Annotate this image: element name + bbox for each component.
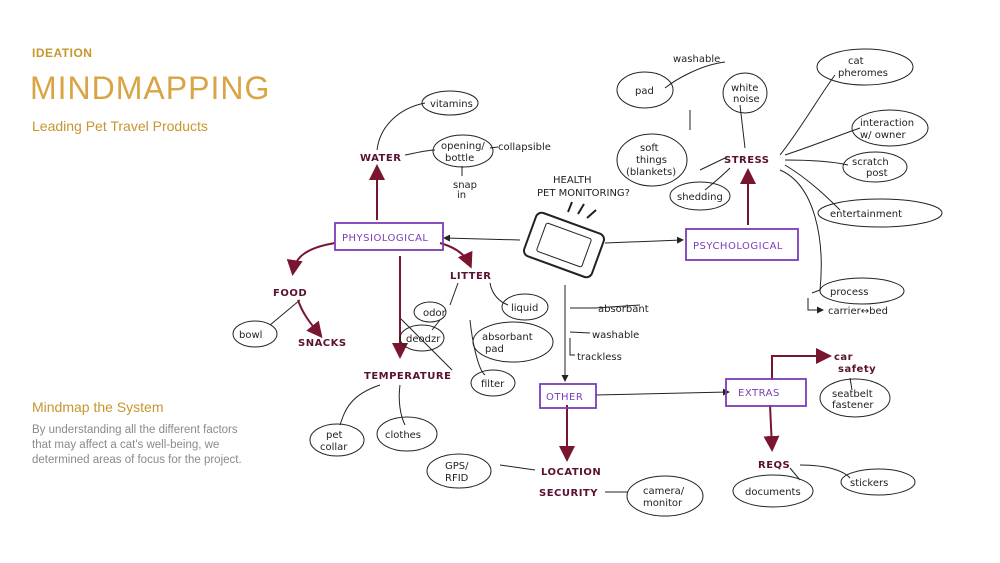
node-car-safety-line1: car	[834, 352, 853, 363]
node-temperature: TEMPERATURE	[364, 371, 451, 382]
node-scratch-post-line1: scratch	[852, 157, 889, 168]
node-documents: documents	[745, 487, 801, 498]
node-camera-line2: monitor	[643, 498, 683, 509]
node-interaction-line2: w/ owner	[860, 130, 907, 141]
node-scratch-post-line2: post	[866, 168, 888, 179]
node-gps-line1: GPS/	[445, 461, 469, 472]
node-process: process	[830, 287, 868, 298]
node-absorbant: absorbant	[598, 304, 649, 315]
node-seatbelt-line1: seatbelt	[832, 389, 873, 400]
node-litter: LITTER	[450, 271, 492, 282]
node-security: SECURITY	[539, 488, 598, 499]
node-car-safety-line2: safety	[838, 364, 876, 375]
node-opening-bottle-line2: bottle	[445, 153, 474, 164]
node-extras: EXTRAS	[738, 388, 780, 399]
node-location: LOCATION	[541, 467, 601, 478]
node-water: WATER	[360, 153, 401, 164]
node-clothes: clothes	[385, 430, 421, 441]
node-reqs: REQS	[758, 460, 790, 471]
node-cat-pheromes-line1: cat	[848, 56, 864, 67]
node-physiological: PHYSIOLOGICAL	[342, 233, 429, 244]
node-pet-collar-line1: pet	[326, 430, 343, 441]
node-other: OTHER	[546, 392, 583, 403]
center-label-monitoring: PET MONITORING?	[537, 188, 630, 199]
node-gps-line2: RFID	[445, 473, 469, 484]
node-odor: odor	[423, 308, 447, 319]
node-seatbelt-line2: fastener	[832, 400, 874, 411]
node-pad-washable: washable	[673, 54, 720, 65]
center-label-health: HEALTH	[553, 175, 592, 186]
node-white-noise-line2: noise	[733, 94, 760, 105]
node-soft-things-line3: (blankets)	[626, 167, 676, 178]
node-bowl: bowl	[239, 330, 262, 341]
node-collapsible: collapsible	[498, 142, 551, 153]
node-food: FOOD	[273, 288, 307, 299]
node-soft-things-line2: things	[636, 155, 667, 166]
node-interaction-line1: interaction	[860, 118, 914, 129]
node-liquid: liquid	[511, 303, 538, 314]
phone-icon	[522, 202, 605, 279]
node-pet-collar-line2: collar	[320, 442, 348, 453]
node-opening-bottle-line1: opening/	[441, 141, 485, 152]
node-psychological: PSYCHOLOGICAL	[693, 241, 783, 252]
node-cat-pheromes-line2: pheromes	[838, 68, 888, 79]
node-absorbant-pad-line1: absorbant	[482, 332, 533, 343]
node-soft-things-line1: soft	[640, 143, 659, 154]
node-snacks: SNACKS	[298, 338, 347, 349]
node-washable: washable	[592, 330, 639, 341]
node-stickers: stickers	[850, 478, 888, 489]
node-vitamins: vitamins	[430, 99, 473, 110]
primary-arrows	[293, 168, 828, 458]
node-pad: pad	[635, 86, 654, 97]
node-camera-line1: camera/	[643, 486, 685, 497]
node-absorbant-pad-line2: pad	[485, 344, 504, 355]
node-entertainment: entertainment	[830, 209, 902, 220]
node-deodzr: deodzr	[406, 334, 441, 345]
node-white-noise-line1: white	[731, 83, 758, 94]
node-snap-in-line2: in	[457, 190, 466, 201]
node-trackless: trackless	[577, 352, 622, 363]
node-shedding: shedding	[677, 192, 723, 203]
node-stress: STRESS	[724, 155, 770, 166]
node-carrier-bed: carrier↔bed	[828, 306, 888, 317]
node-filter: filter	[481, 379, 505, 390]
